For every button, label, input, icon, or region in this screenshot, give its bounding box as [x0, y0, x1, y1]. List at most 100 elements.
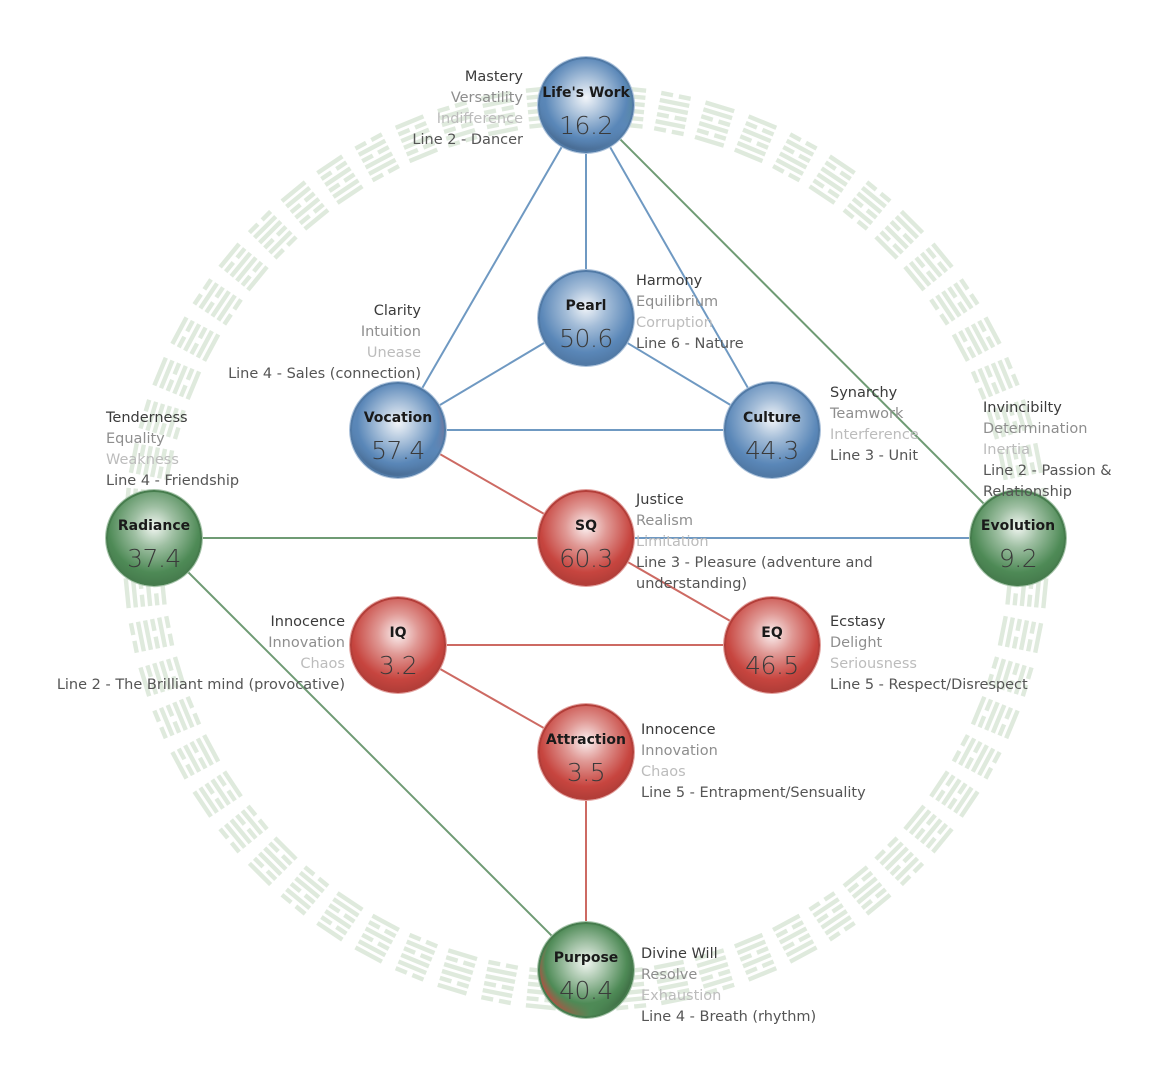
- hexagram-glyph: [480, 90, 519, 137]
- shadow-text: Indifference: [436, 111, 523, 127]
- sphere-lifes-work[interactable]: Life's Work 16.2: [538, 57, 634, 153]
- sphere-value: 57.4: [371, 436, 425, 465]
- gift-text: Justice: [636, 492, 684, 508]
- sphere-name: Life's Work: [542, 85, 630, 101]
- hexagram-glyph: [653, 959, 692, 1006]
- sphere-name: SQ: [575, 518, 597, 534]
- sphere-attraction[interactable]: Attraction 3.5: [538, 704, 634, 800]
- virtue-text: Innovation: [268, 635, 345, 651]
- sphere-name: EQ: [761, 625, 783, 641]
- sphere-culture[interactable]: Culture 44.3: [724, 382, 820, 478]
- hexagram-glyph: [437, 100, 478, 148]
- hexagram-glyph: [218, 242, 269, 292]
- hexagram-glyph: [437, 948, 478, 996]
- sphere-value: 3.5: [566, 758, 606, 787]
- line-text: Line 3 - Pleasure (adventure and underst…: [636, 555, 873, 592]
- shadow-text: Limitation: [636, 534, 709, 550]
- sphere-vocation[interactable]: Vocation 57.4: [350, 382, 446, 478]
- hexagram-glyph: [970, 356, 1020, 401]
- hexagram-glyph: [128, 442, 175, 481]
- sphere-name: Vocation: [363, 410, 433, 426]
- gift-text: Innocence: [270, 614, 345, 630]
- hexagram-glyph: [951, 316, 1002, 362]
- line-text: Line 2 - The Brilliant mind (provocative…: [56, 677, 345, 693]
- sphere-value: 16.2: [559, 111, 613, 140]
- gift-text: Harmony: [636, 273, 703, 289]
- link-lifes-work-vocation: [397, 104, 587, 431]
- shadow-text: Unease: [366, 345, 421, 361]
- line-text: Line 4 - Breath (rhythm): [641, 1009, 817, 1025]
- hexagram-glyph: [138, 656, 186, 697]
- sphere-value: 44.3: [745, 436, 799, 465]
- virtue-text: Determination: [983, 421, 1088, 437]
- link-radiance-purpose: [153, 537, 587, 971]
- gift-text: Clarity: [373, 303, 421, 319]
- line-text: Line 3 - Unit: [830, 448, 919, 464]
- sphere-name: Attraction: [546, 732, 626, 748]
- shadow-text: Corruption: [636, 315, 713, 331]
- shadow-text: Exhaustion: [641, 988, 722, 1004]
- hexagram-glyph: [903, 804, 954, 854]
- hexagram-glyph: [986, 656, 1034, 697]
- line-text: Line 6 - Nature: [636, 336, 744, 352]
- shadow-text: Chaos: [300, 656, 345, 672]
- shadow-text: Weakness: [106, 452, 179, 468]
- hexagram-glyph: [247, 836, 298, 887]
- hexagram-glyph: [733, 114, 778, 164]
- hexagram-glyph: [394, 114, 439, 164]
- gift-text: Ecstasy: [830, 614, 886, 630]
- sphere-value: 60.3: [559, 544, 613, 573]
- hexagram-glyph: [694, 100, 735, 148]
- hexagram-glyph: [170, 734, 221, 780]
- virtue-text: Equality: [106, 431, 165, 447]
- hexagram-glyph: [128, 615, 175, 654]
- hexagram-glyph: [874, 836, 925, 887]
- hexagram-glyph: [842, 180, 892, 231]
- sphere-name: IQ: [389, 625, 407, 641]
- hexagram-glyph: [808, 891, 856, 942]
- sphere-sq[interactable]: SQ 60.3: [538, 490, 634, 586]
- hexagram-glyph: [354, 132, 400, 183]
- sphere-name: Culture: [742, 410, 802, 426]
- hexagram-glyph: [929, 770, 980, 818]
- hexagram-glyph: [808, 154, 856, 205]
- hexagram-glyph: [874, 209, 925, 260]
- sphere-value: 40.4: [559, 976, 613, 1005]
- shadow-text: Inertia: [983, 442, 1030, 458]
- gift-text: Invincibilty: [983, 400, 1062, 416]
- virtue-text: Innovation: [641, 743, 718, 759]
- hexagram-glyph: [394, 932, 439, 982]
- hexagram-glyph: [218, 804, 269, 854]
- gift-text: Divine Will: [641, 946, 718, 962]
- virtue-text: Realism: [636, 513, 693, 529]
- virtue-text: Intuition: [360, 324, 421, 340]
- hexagram-glyph: [316, 891, 364, 942]
- link-lifes-work-evolution: [585, 104, 1019, 539]
- hexagram-glyph: [316, 154, 364, 205]
- hexagram-glyph: [986, 399, 1034, 440]
- hexagram-glyph: [152, 695, 202, 740]
- hexagram-glyph: [653, 90, 692, 137]
- hexagram-glyph: [192, 278, 243, 326]
- hexagram-glyph: [280, 180, 330, 231]
- hexagram-glyph: [192, 770, 243, 818]
- hexagram-glyph: [772, 913, 818, 964]
- sphere-value: 9.2: [998, 544, 1038, 573]
- hexagram-glyph: [772, 132, 818, 183]
- hexagram-glyph: [733, 932, 778, 982]
- line-text: Line 4 - Friendship: [106, 473, 240, 489]
- sphere-value: 37.4: [127, 544, 181, 573]
